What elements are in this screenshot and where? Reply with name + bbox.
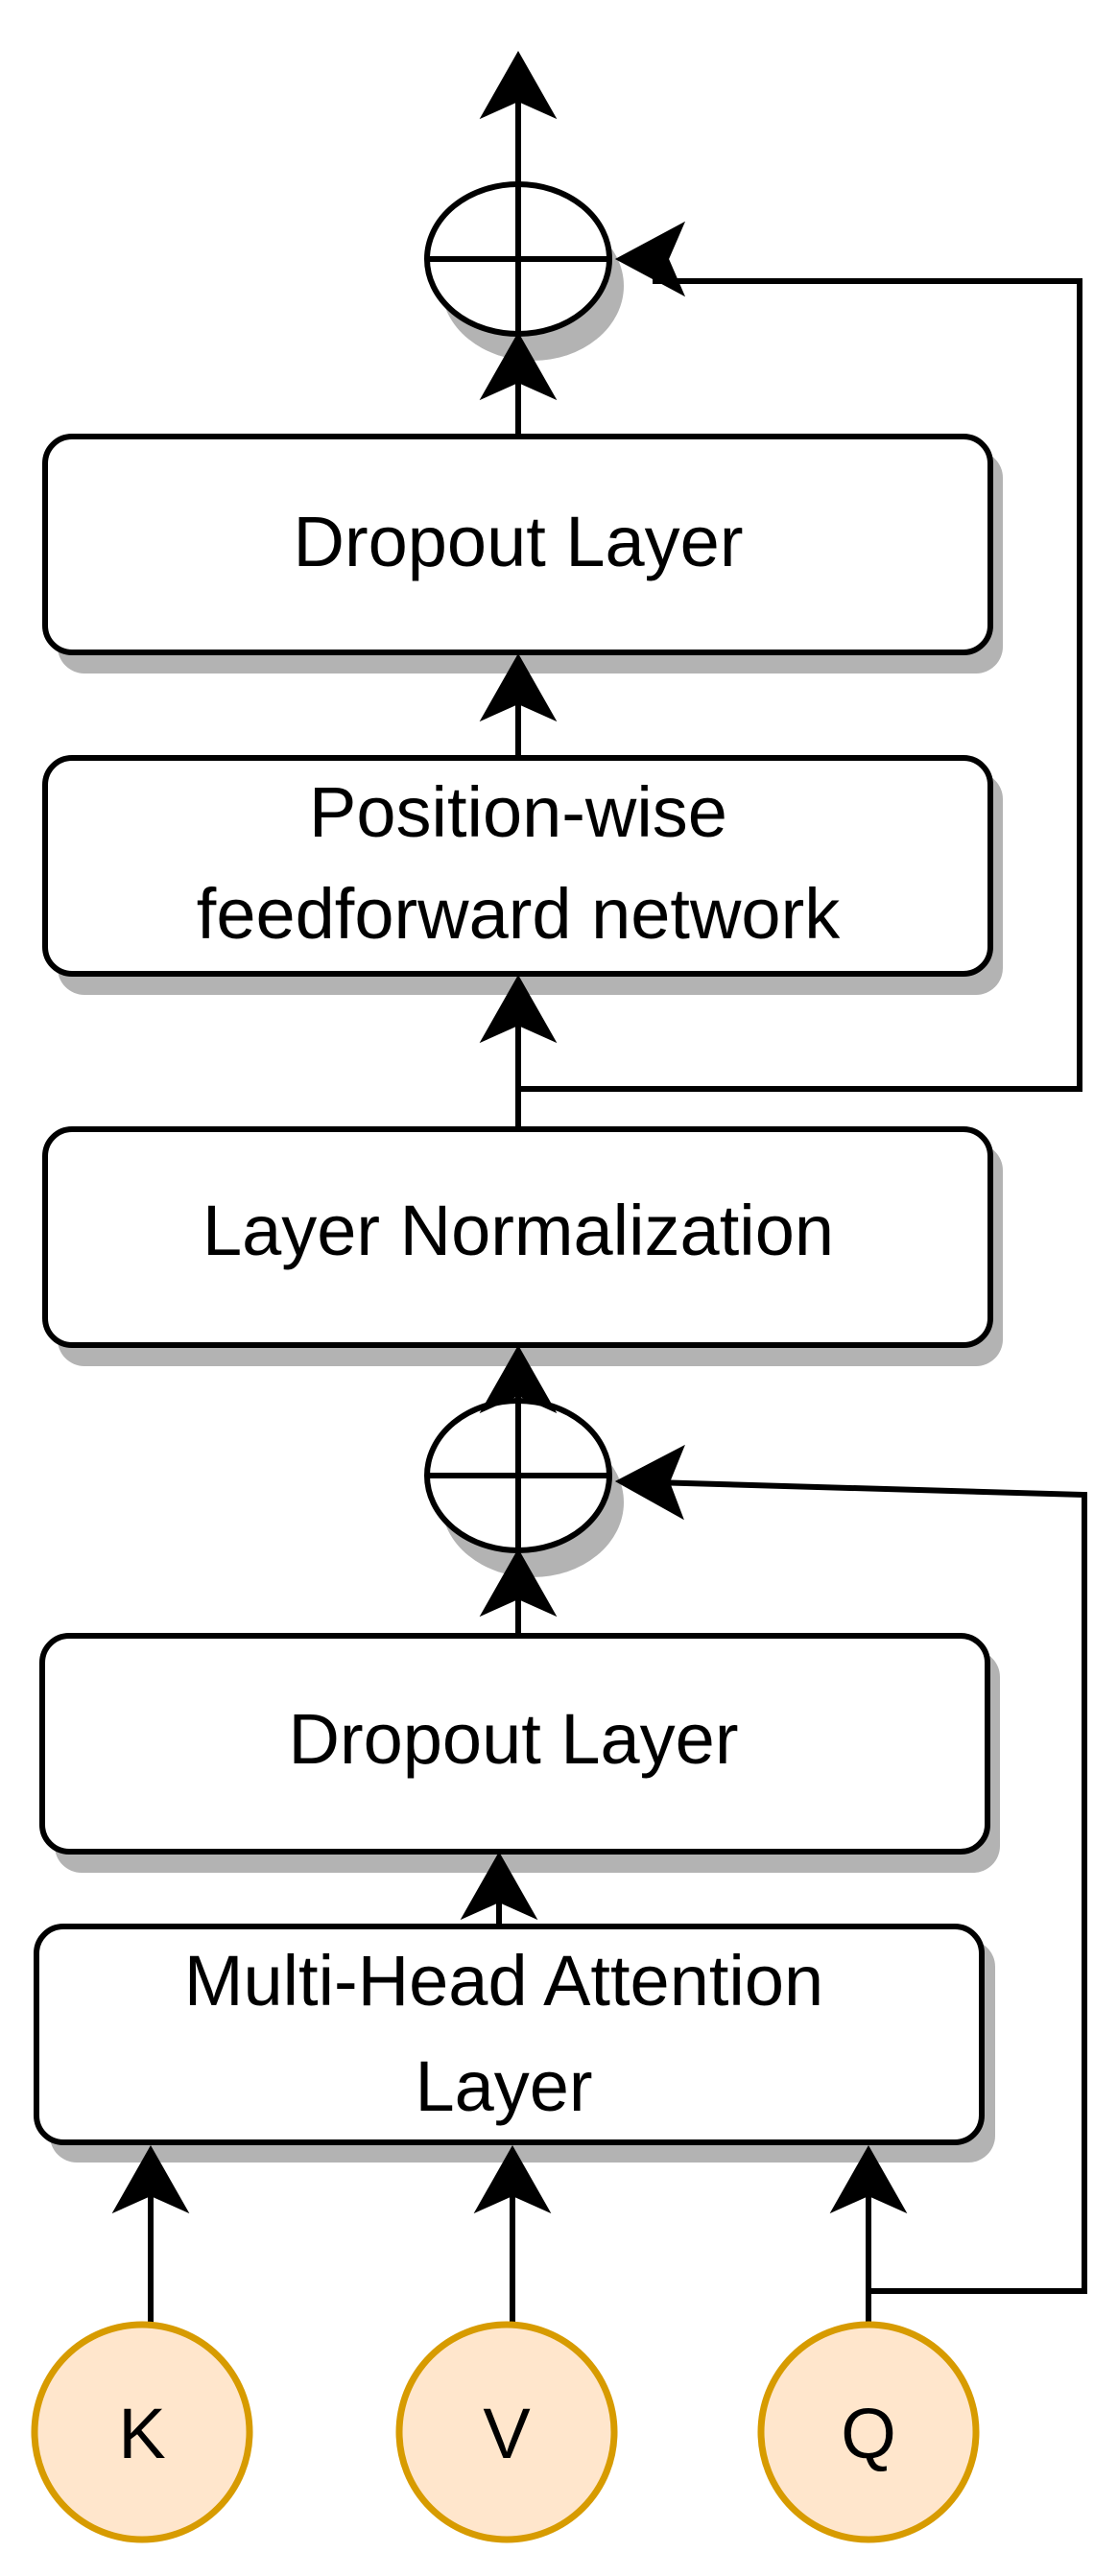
- dropout-layer-bottom-label: Dropout Layer: [289, 1699, 739, 1779]
- residual-skip-top-arrow-head: [614, 221, 686, 297]
- k-to-mha-arrow-head: [111, 2144, 190, 2214]
- residual-add-bottom: [424, 1398, 612, 1553]
- multi-head-attention-block: Multi-Head Attention Layer: [34, 1924, 985, 2145]
- q-to-mha-arrow-head: [829, 2144, 908, 2214]
- residual-skip-bottom-arrow-head: [614, 1444, 685, 1521]
- multi-head-attention-label-line2: Layer: [415, 2046, 592, 2126]
- dropout-bottom-to-add-arrow-head: [479, 1548, 558, 1618]
- layer-normalization-label: Layer Normalization: [202, 1191, 834, 1270]
- mha-to-dropout-arrow-head: [460, 1851, 538, 1921]
- residual-skip-bottom-edge: [652, 1479, 1087, 2294]
- v-to-mha-arrow-head: [473, 2144, 552, 2214]
- norm-to-ffn-arrow-head: [479, 974, 558, 1044]
- residual-skip-top-edge: [518, 278, 1082, 1092]
- input-v: V: [395, 2321, 618, 2543]
- dropout-layer-top-block: Dropout Layer: [42, 434, 993, 655]
- input-v-label: V: [483, 2394, 531, 2473]
- input-k-label: K: [118, 2394, 165, 2473]
- multi-head-attention-label-line1: Multi-Head Attention: [184, 1941, 823, 2021]
- ffn-to-dropout-arrow-head: [479, 652, 558, 722]
- output-arrow-head: [479, 50, 558, 120]
- feedforward-network-block: Position-wise feedforward network: [42, 755, 993, 977]
- edges: [111, 50, 1087, 2324]
- add-to-norm-arrow-head: [479, 1344, 558, 1414]
- input-k: K: [31, 2321, 253, 2543]
- residual-add-top: [424, 181, 612, 337]
- dropout-layer-bottom-block: Dropout Layer: [39, 1633, 990, 1855]
- dropout-to-add-arrow-head: [479, 331, 558, 401]
- input-q: Q: [757, 2321, 980, 2543]
- input-q-label: Q: [841, 2394, 896, 2473]
- layer-normalization-block: Layer Normalization: [42, 1126, 993, 1348]
- dropout-layer-top-label: Dropout Layer: [294, 502, 744, 581]
- feedforward-network-label-line1: Position-wise: [309, 772, 727, 852]
- feedforward-network-label-line2: feedforward network: [197, 874, 841, 954]
